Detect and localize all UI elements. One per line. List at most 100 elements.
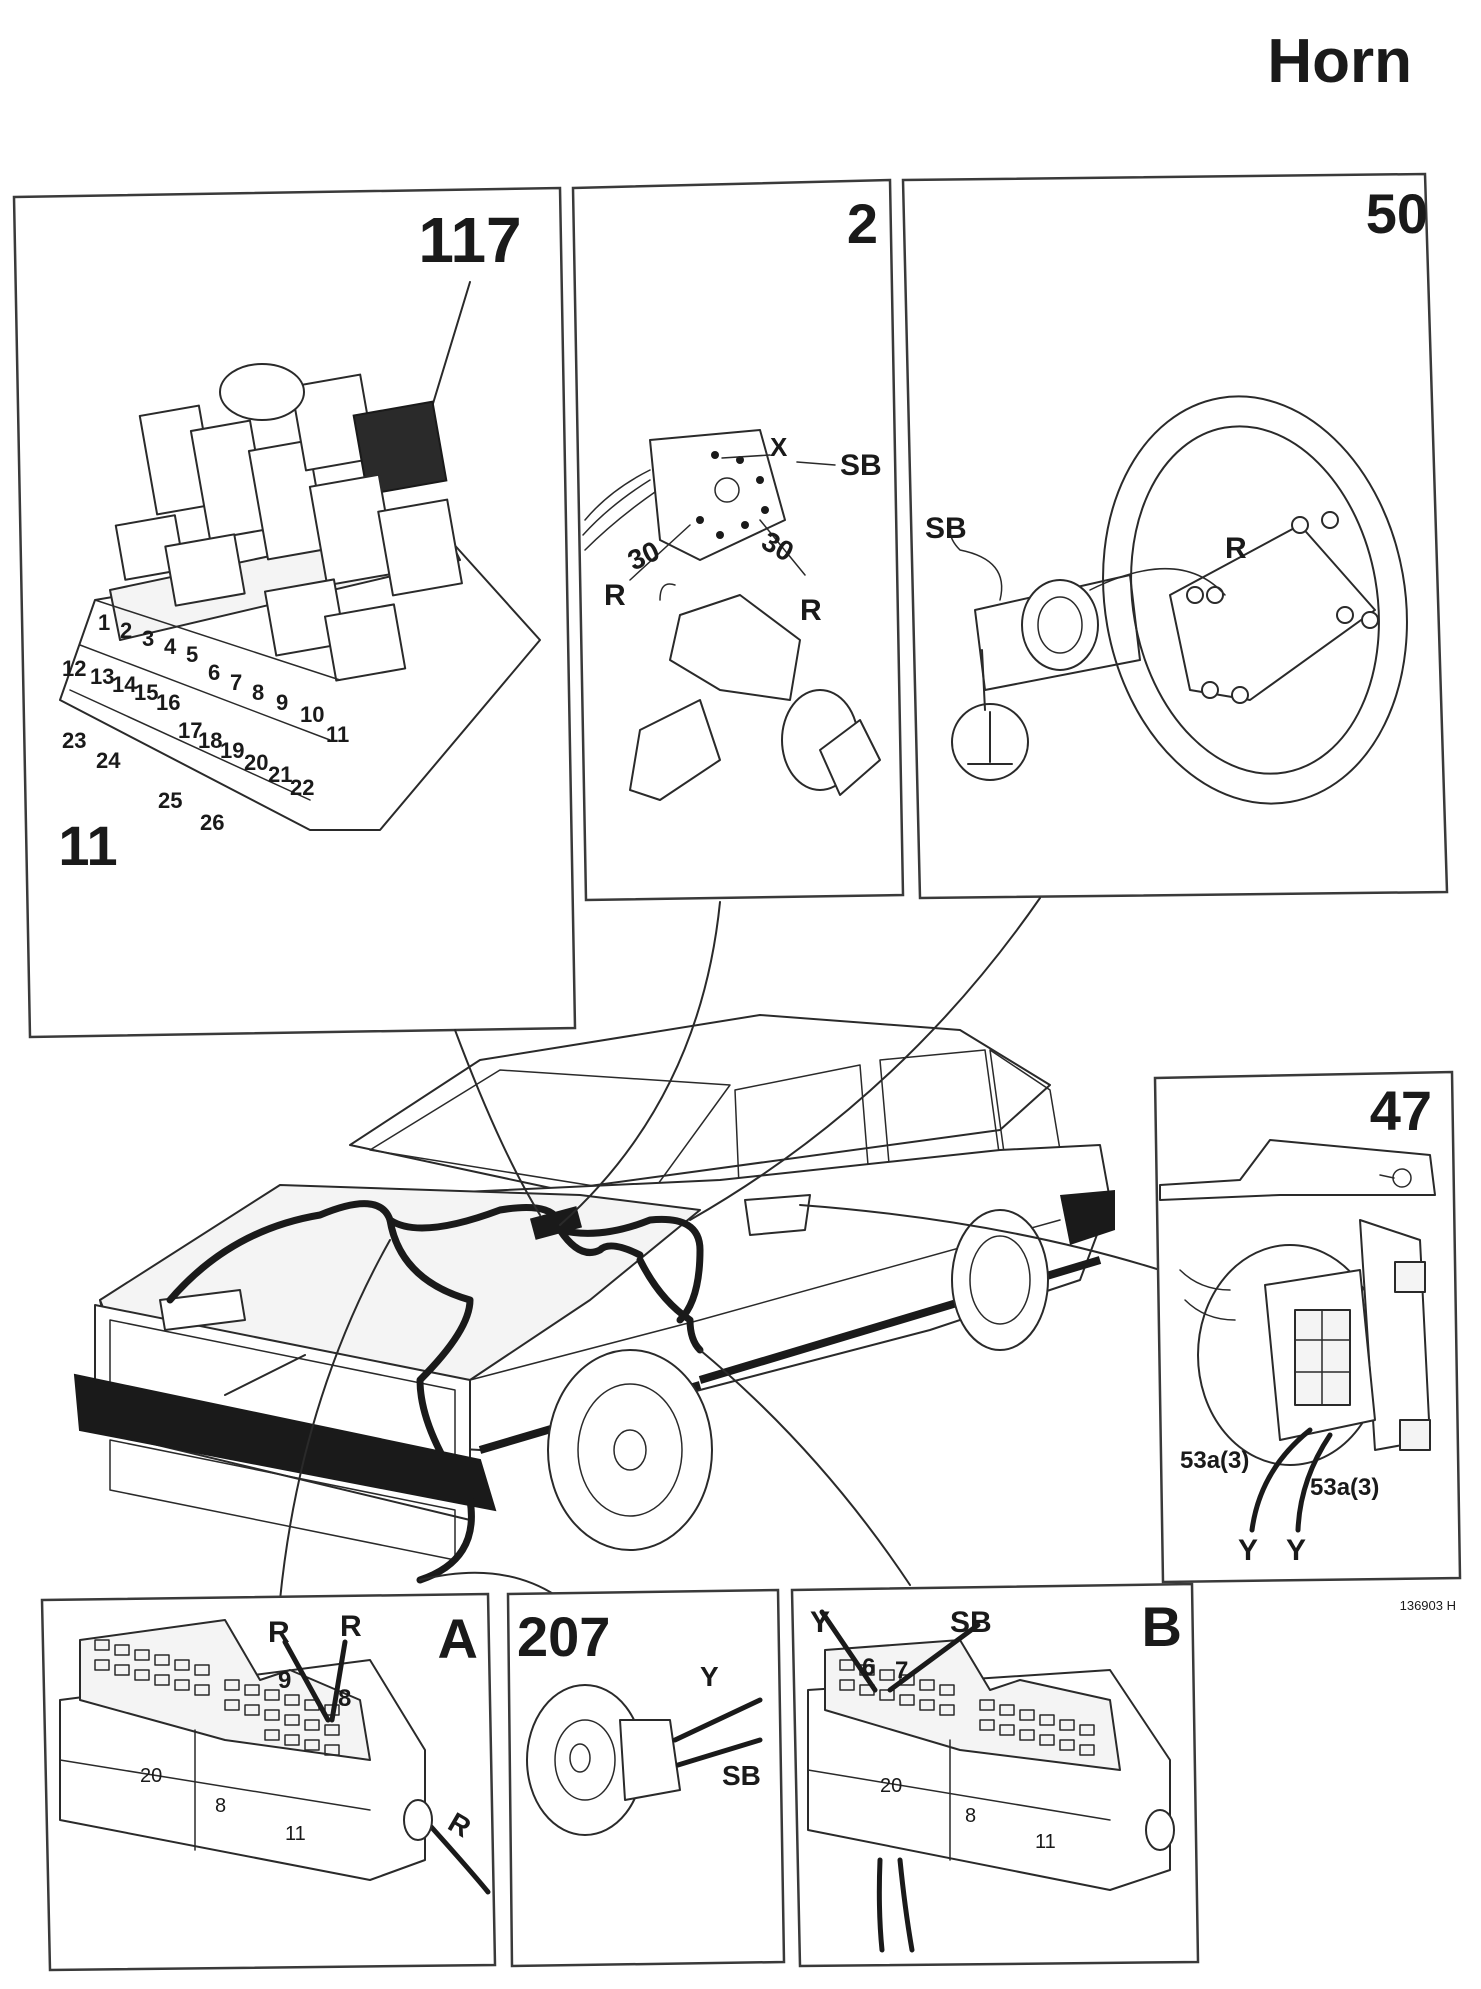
stalk-switch-panel: 47 53a(3) 53a(3) Y Y xyxy=(1153,1070,1462,1584)
connector-b-wire-sb xyxy=(887,1622,981,1693)
svg-text:22: 22 xyxy=(290,775,314,800)
stalk-y-right-label: Y xyxy=(1286,1534,1306,1567)
central-connector xyxy=(529,1206,583,1240)
wire-y-left xyxy=(1249,1427,1313,1533)
figure-reference-code: 136903 H xyxy=(1400,1598,1456,1613)
steering-sb-label: SB xyxy=(925,512,967,545)
ignition-key xyxy=(819,719,881,796)
svg-text:17: 17 xyxy=(178,718,202,743)
relay-117-highlighted xyxy=(352,400,448,496)
connector-a-pin9-label: 9 xyxy=(278,1667,291,1694)
front-bumper xyxy=(73,1373,497,1512)
ground-symbol-icon xyxy=(951,703,1029,781)
lock-cylinder xyxy=(669,594,801,701)
ignition-switch-disc xyxy=(649,429,786,561)
svg-text:11: 11 xyxy=(326,722,349,747)
svg-text:2: 2 xyxy=(120,618,132,643)
steering-wheel-number: 50 xyxy=(1366,182,1428,245)
svg-text:26: 26 xyxy=(200,810,224,835)
ignition-switch-number: 2 xyxy=(847,192,878,255)
horn-number: 207 xyxy=(517,1605,610,1668)
ignition-terminals xyxy=(696,451,769,539)
horn-wire-sb xyxy=(675,1737,763,1768)
svg-text:12: 12 xyxy=(62,656,86,681)
connector-a-panel: A R R 9 8 R 2 xyxy=(40,1592,497,1972)
svg-text:3: 3 xyxy=(142,626,154,651)
steering-wheel-panel: 50 SB R xyxy=(901,172,1449,900)
svg-text:8: 8 xyxy=(252,680,264,705)
rear-wheel xyxy=(951,1209,1049,1351)
relay-leader-line xyxy=(427,281,471,421)
fuse-box-panel: 117 11 1 2 3 4 5 6 7 8 9 xyxy=(12,186,577,1039)
svg-text:14: 14 xyxy=(112,672,137,697)
connector-b-pin-grid xyxy=(839,1659,1095,1756)
car-illustration xyxy=(73,1014,1115,1584)
horn-panel: 207 Y SB xyxy=(506,1588,786,1968)
connector-b-block-8: 8 xyxy=(965,1805,976,1827)
connector-a-r1-label: R xyxy=(268,1616,290,1649)
svg-text:1: 1 xyxy=(98,610,110,635)
svg-text:4: 4 xyxy=(164,634,177,659)
ignition-r-right-label: R xyxy=(800,594,822,627)
ignition-switch-panel: 2 X SB 30 30 R R xyxy=(571,178,905,902)
front-wheel xyxy=(547,1349,713,1551)
connector-b-y-label: Y xyxy=(810,1606,830,1639)
stalk-y-left-label: Y xyxy=(1238,1534,1258,1567)
svg-text:7: 7 xyxy=(230,670,242,695)
connector-a-block-20: 20 xyxy=(140,1765,162,1787)
page-title: Horn xyxy=(1267,27,1412,96)
wiring-harness-left xyxy=(386,1216,474,1504)
svg-text:9: 9 xyxy=(276,690,288,715)
svg-text:20: 20 xyxy=(244,750,268,775)
rear-bumper xyxy=(1060,1190,1115,1245)
fuse-number-labels: 1 2 3 4 5 6 7 8 9 10 11 12 13 14 15 16 1… xyxy=(62,610,349,835)
steering-wheel-hub xyxy=(1169,524,1376,701)
svg-text:23: 23 xyxy=(62,728,86,753)
connector-a-wire-r-out xyxy=(422,1817,491,1895)
connector-b-letter: B xyxy=(1142,1595,1182,1658)
terminal-53a-left-label: 53a(3) xyxy=(1180,1447,1249,1474)
connector-b-block-20: 20 xyxy=(880,1775,902,1797)
connector-a-pin8-label: 8 xyxy=(338,1685,351,1712)
svg-text:10: 10 xyxy=(300,702,324,727)
connector-a-pin-grid xyxy=(94,1639,340,1756)
connector-b-block-11: 11 xyxy=(1035,1831,1056,1853)
relay-6 xyxy=(377,498,463,597)
fuse-box-number-label: 11 xyxy=(58,814,117,877)
steering-r-label: R xyxy=(1225,532,1247,565)
wiper-stalk xyxy=(1159,1139,1436,1201)
ignition-x-label: X xyxy=(770,432,788,462)
horn-contacts xyxy=(1186,511,1379,704)
leader-lines xyxy=(279,897,1161,1601)
svg-text:19: 19 xyxy=(220,738,244,763)
connector-b-pin7-label: 7 xyxy=(895,1657,908,1684)
connector-b-sb-label: SB xyxy=(950,1606,992,1639)
connector-a-letter: A xyxy=(438,1607,478,1670)
connector-b-wire-y xyxy=(819,1609,878,1693)
steering-wheel-rim xyxy=(1102,395,1408,805)
svg-text:16: 16 xyxy=(156,690,180,715)
connector-b-pin6-label: 6 xyxy=(862,1654,875,1681)
svg-text:25: 25 xyxy=(158,788,182,813)
connector-a-wire-r-left xyxy=(282,1639,331,1723)
ignition-sb-label: SB xyxy=(840,449,882,482)
horn-sb-label: SB xyxy=(722,1760,761,1791)
connector-a-wire-r-right xyxy=(329,1639,348,1723)
svg-text:6: 6 xyxy=(208,660,220,685)
relay-number-label: 117 xyxy=(418,204,521,276)
fuse-box-cap xyxy=(219,363,305,421)
windshield xyxy=(369,1069,731,1196)
connector-b-panel: B Y SB 6 7 20 8 11 xyxy=(790,1582,1200,1968)
svg-text:13: 13 xyxy=(90,664,114,689)
wiring-harness-main xyxy=(166,1200,704,1324)
side-mirror xyxy=(744,1194,811,1236)
stalk-switch-number: 47 xyxy=(1370,1079,1432,1142)
svg-text:21: 21 xyxy=(268,762,292,787)
svg-text:15: 15 xyxy=(134,680,158,705)
svg-text:5: 5 xyxy=(186,642,198,667)
wire-y-right xyxy=(1295,1432,1333,1533)
car-roof xyxy=(349,1014,1051,1191)
terminal-53a-right-label: 53a(3) xyxy=(1310,1474,1379,1501)
